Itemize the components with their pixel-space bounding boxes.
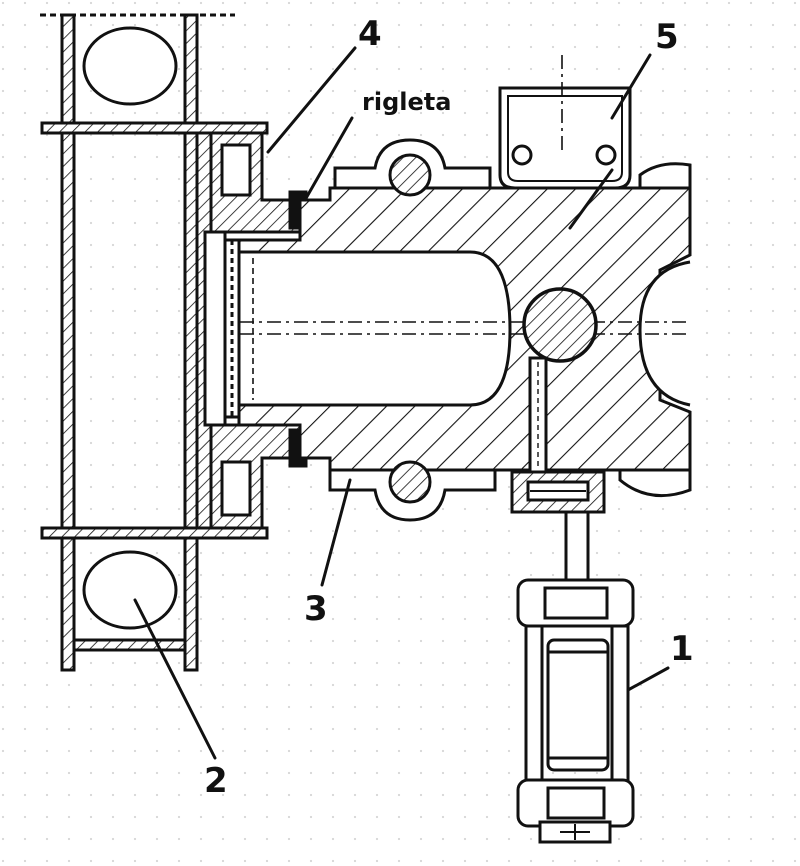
leader-lines xyxy=(133,46,670,760)
lower-lightening-hole xyxy=(82,550,178,630)
label-5: 5 xyxy=(655,17,679,57)
leader-3 xyxy=(320,478,352,587)
upper-clamp xyxy=(333,138,492,197)
hydraulic-cylinder xyxy=(516,510,635,844)
upper-lightening-hole xyxy=(82,26,178,106)
vertical-column xyxy=(40,13,269,672)
leader-rigleta xyxy=(303,116,354,202)
right-upper-clamp xyxy=(638,162,692,190)
label-4: 4 xyxy=(358,14,382,54)
label-2: 2 xyxy=(204,761,228,801)
right-lower-clamp xyxy=(618,468,692,498)
top-hanger xyxy=(498,55,632,190)
leader-2 xyxy=(133,598,217,760)
label-1: 1 xyxy=(670,629,694,669)
label-rigleta: rigleta xyxy=(362,88,451,116)
bearing-bracket xyxy=(203,131,308,530)
main-shaft xyxy=(237,186,692,472)
cross-pin xyxy=(522,287,598,363)
leader-4 xyxy=(266,46,357,154)
leader-5 xyxy=(610,53,652,120)
link-rod xyxy=(528,356,548,475)
leader-1 xyxy=(626,666,670,692)
bottom-clamp-block xyxy=(510,470,606,514)
label-3: 3 xyxy=(304,589,328,629)
lower-clamp xyxy=(328,460,497,522)
leader-5-to-shaft xyxy=(568,168,614,230)
